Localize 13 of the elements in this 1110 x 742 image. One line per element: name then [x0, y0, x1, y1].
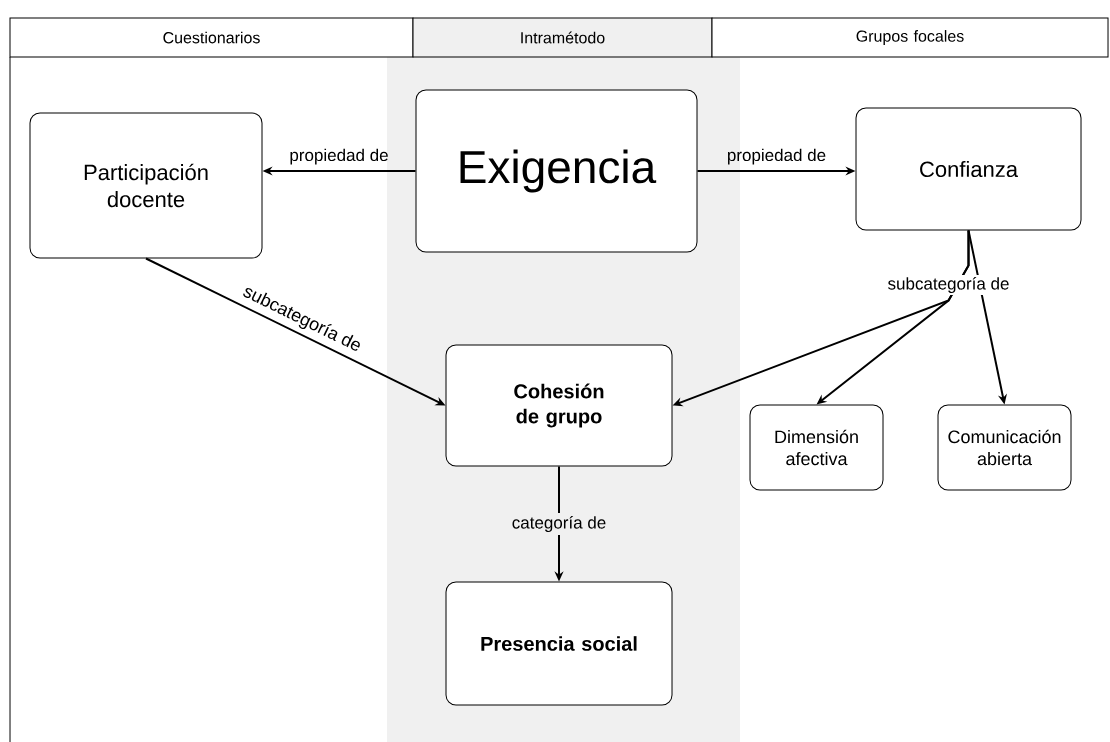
concept-box: Cohesión de grupo: [445, 344, 673, 467]
concept-box: Comunicación abierta: [937, 404, 1072, 491]
column-header: Intramétodo: [412, 17, 713, 58]
concept-box: Presencia social: [445, 581, 673, 706]
edge-label: propiedad de: [290, 148, 388, 165]
column-header: Grupos focales: [711, 17, 1109, 58]
column-header: Cuestionarios: [9, 17, 414, 58]
concept-box: Confianza: [855, 107, 1082, 231]
concept-box: Participación docente: [29, 112, 263, 259]
edge-label: propiedad de: [728, 148, 826, 165]
edge-label: subcategoría de: [885, 275, 1012, 296]
concept-box: Dimensión afectiva: [749, 404, 884, 491]
concept-box: Exigencia: [415, 89, 698, 253]
